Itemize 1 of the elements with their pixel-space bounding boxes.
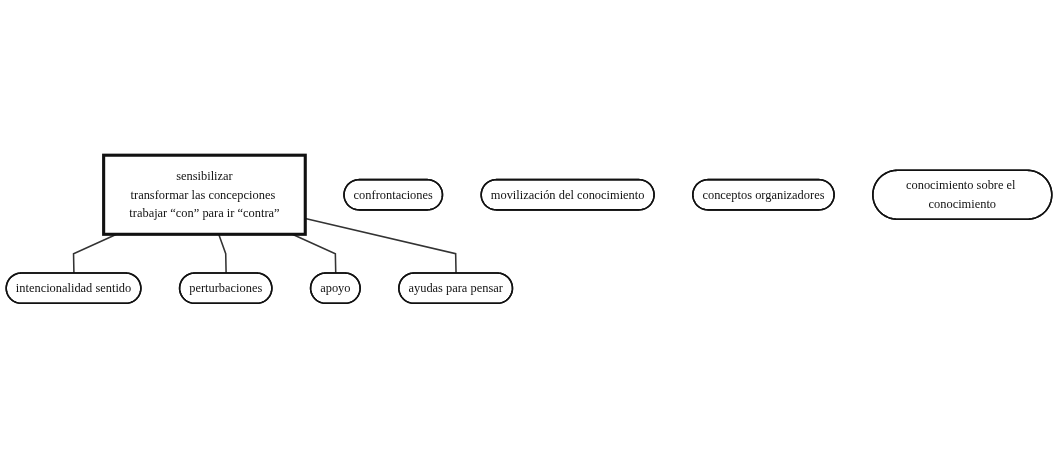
node-box: sensibilizar transformar las concepciones trabajar “con” para ir “contra” [102,153,307,237]
